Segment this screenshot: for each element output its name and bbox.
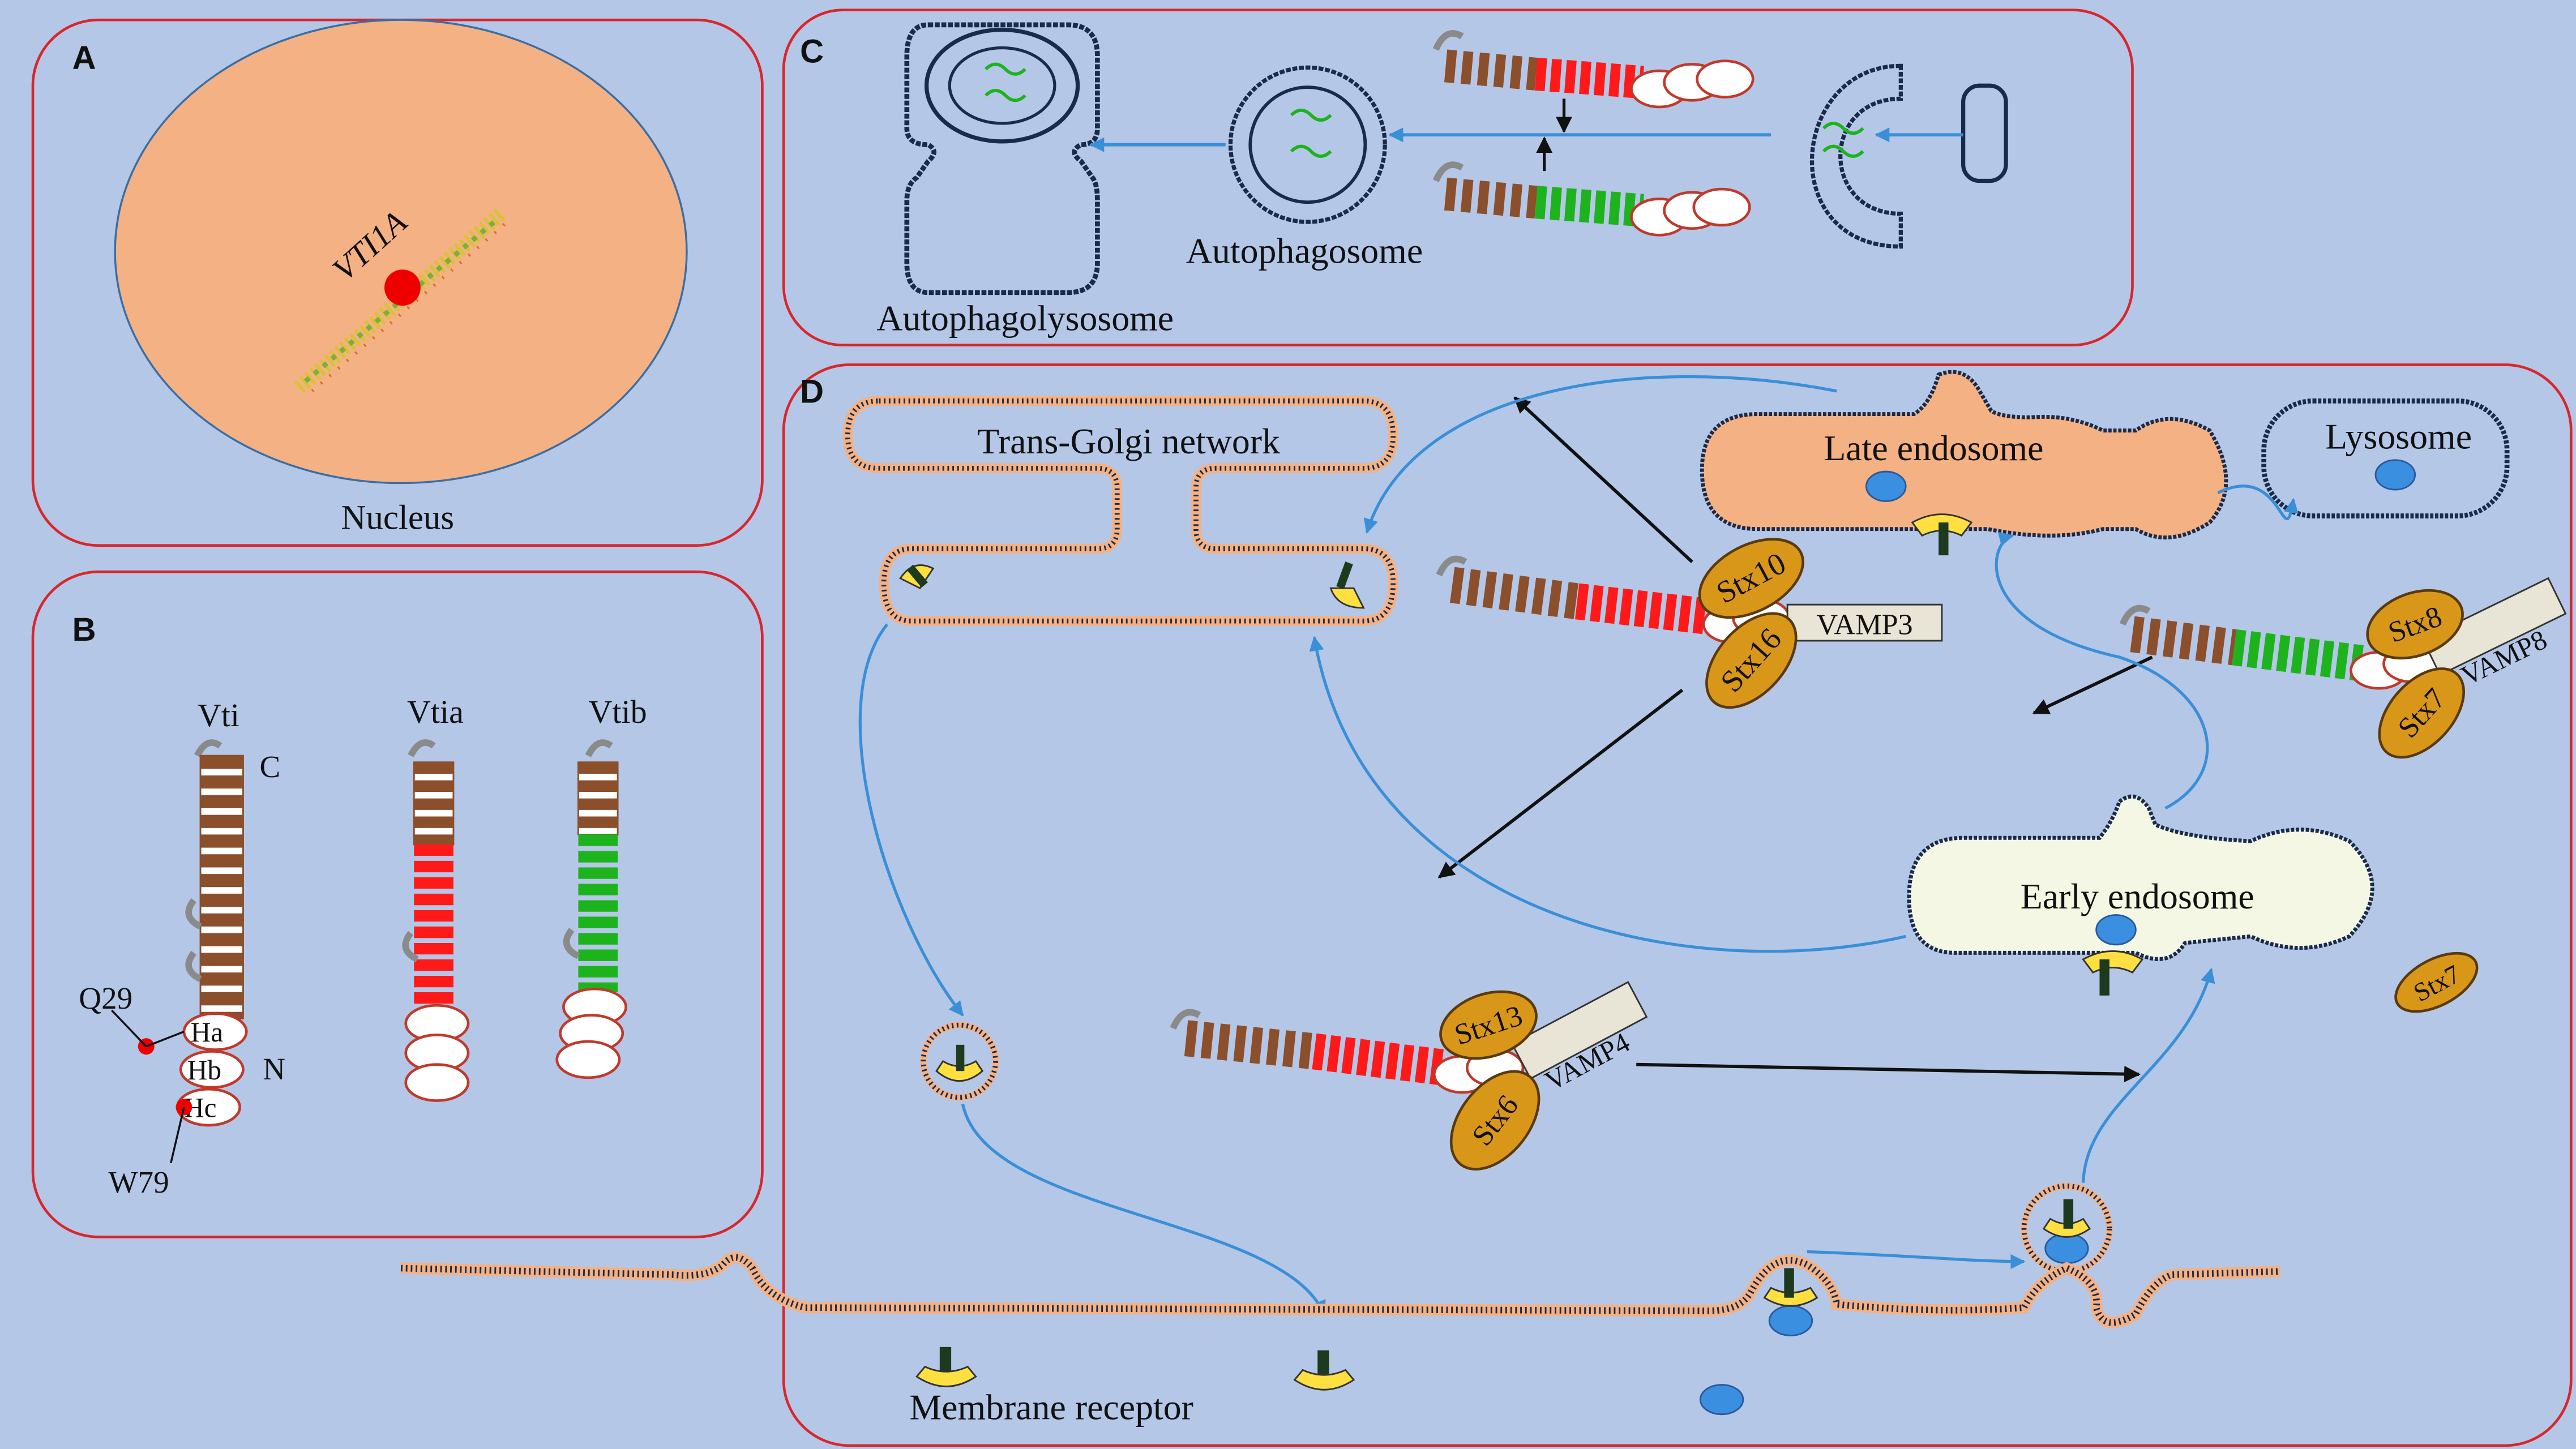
autophagolysosome	[904, 22, 1100, 295]
q29-label: Q29	[79, 981, 132, 1015]
arrow-complex1-to-tgn	[1513, 396, 1693, 563]
vti-habc-domain	[176, 1012, 248, 1127]
arrow-late-to-lysosome	[2217, 485, 2299, 521]
phagophore-membrane	[1961, 83, 2008, 183]
early-endosome-label: Early endosome	[2021, 876, 2254, 916]
n-terminus-label: N	[263, 1052, 285, 1086]
extracellular-cargo	[1699, 1384, 1744, 1416]
gene-locus-dot	[384, 269, 421, 306]
membrane-receptor-middle	[1293, 1350, 1355, 1391]
vtib-label: Vtib	[588, 693, 647, 730]
tgn-label: Trans-Golgi network	[977, 421, 1280, 461]
snare-complex-vamp4	[1170, 981, 1648, 1171]
plasma-membrane	[400, 1251, 2280, 1328]
panel-d-frame	[782, 363, 2573, 1447]
snare-complex-vamp8	[2119, 577, 2567, 759]
vti-helix	[185, 739, 244, 1019]
nucleus	[114, 19, 688, 485]
hb-label: Hb	[187, 1054, 221, 1086]
panel-b-letter: B	[72, 611, 96, 648]
nucleus-caption: Nucleus	[341, 499, 454, 537]
arrow-complex2	[2032, 655, 2153, 715]
cargo-squiggle	[1822, 122, 1864, 158]
arrow-complex1-to-early	[1437, 688, 1684, 879]
late-endosome-label: Late endosome	[1824, 428, 2043, 468]
panel-b-frame	[31, 570, 764, 1238]
complex1-vamp: VAMP3	[1816, 608, 1912, 641]
membrane-receptor-label: Membrane receptor	[909, 1387, 1193, 1427]
autophagosome	[1228, 65, 1387, 224]
tgn-receptor-right	[1329, 587, 1365, 609]
late-endosome	[1700, 370, 2228, 540]
arrow-early-to-tgn	[1309, 636, 1906, 953]
forming-autophagosome	[1810, 63, 1903, 249]
early-endosome	[1907, 794, 2374, 961]
panel-a: A VTI1A Nucleus	[31, 18, 764, 547]
arrow-tgn-to-vesicle	[858, 623, 964, 1017]
panel-a-letter: A	[72, 40, 96, 76]
vtia-habc-domain	[404, 1004, 470, 1102]
vtib-habc-domain	[555, 987, 627, 1079]
autophagolysosome-label: Autophagolysosome	[876, 298, 1174, 338]
panel-b: B Vti Vtia Vtib C N Ha Hb Hc Q29 W79	[31, 570, 764, 1238]
free-stx7	[2394, 951, 2479, 1013]
arrow-vesicle-to-early	[2081, 967, 2215, 1183]
membrane-pit-cargo	[1768, 1305, 1813, 1336]
membrane-receptor-left	[915, 1347, 977, 1387]
tgn-membrane	[845, 398, 1396, 624]
panel-c-frame	[782, 8, 2134, 347]
panel-d-letter: D	[800, 373, 824, 410]
vtib-snare-small	[1432, 161, 1751, 237]
arrow-early-to-late	[1995, 531, 2209, 810]
arrow-complex3-to-early	[1636, 1062, 2141, 1083]
c-terminus-label: C	[259, 749, 280, 784]
snare-complex-vamp3	[1436, 538, 1943, 709]
early-endosome-receptor	[2082, 950, 2144, 974]
vti-label: Vti	[198, 697, 239, 734]
panel-d: D Trans-Golgi network Late endosome Lyso…	[782, 363, 2573, 1447]
vtib-helix	[563, 739, 619, 992]
ha-label: Ha	[191, 1017, 224, 1048]
arrow-endocytic-pit	[1807, 1250, 2026, 1269]
early-endosome-cargo	[2095, 914, 2137, 946]
lysosome-label: Lysosome	[2325, 417, 2472, 457]
w79-label: W79	[109, 1165, 169, 1199]
vtia-helix	[402, 739, 455, 1006]
vtia-label: Vtia	[407, 693, 464, 730]
vtia-snare-small	[1432, 30, 1755, 109]
arrow-vesicle-to-membrane	[961, 1103, 1326, 1316]
arrow-late-to-tgn	[1363, 375, 1837, 534]
panel-c-letter: C	[800, 33, 824, 70]
late-endosome-cargo	[1865, 470, 1907, 502]
autophagosome-label: Autophagosome	[1186, 231, 1423, 271]
panel-c: C Autophagosome Autophagolysosome	[782, 8, 2134, 347]
lysosome-cargo	[2374, 459, 2416, 491]
